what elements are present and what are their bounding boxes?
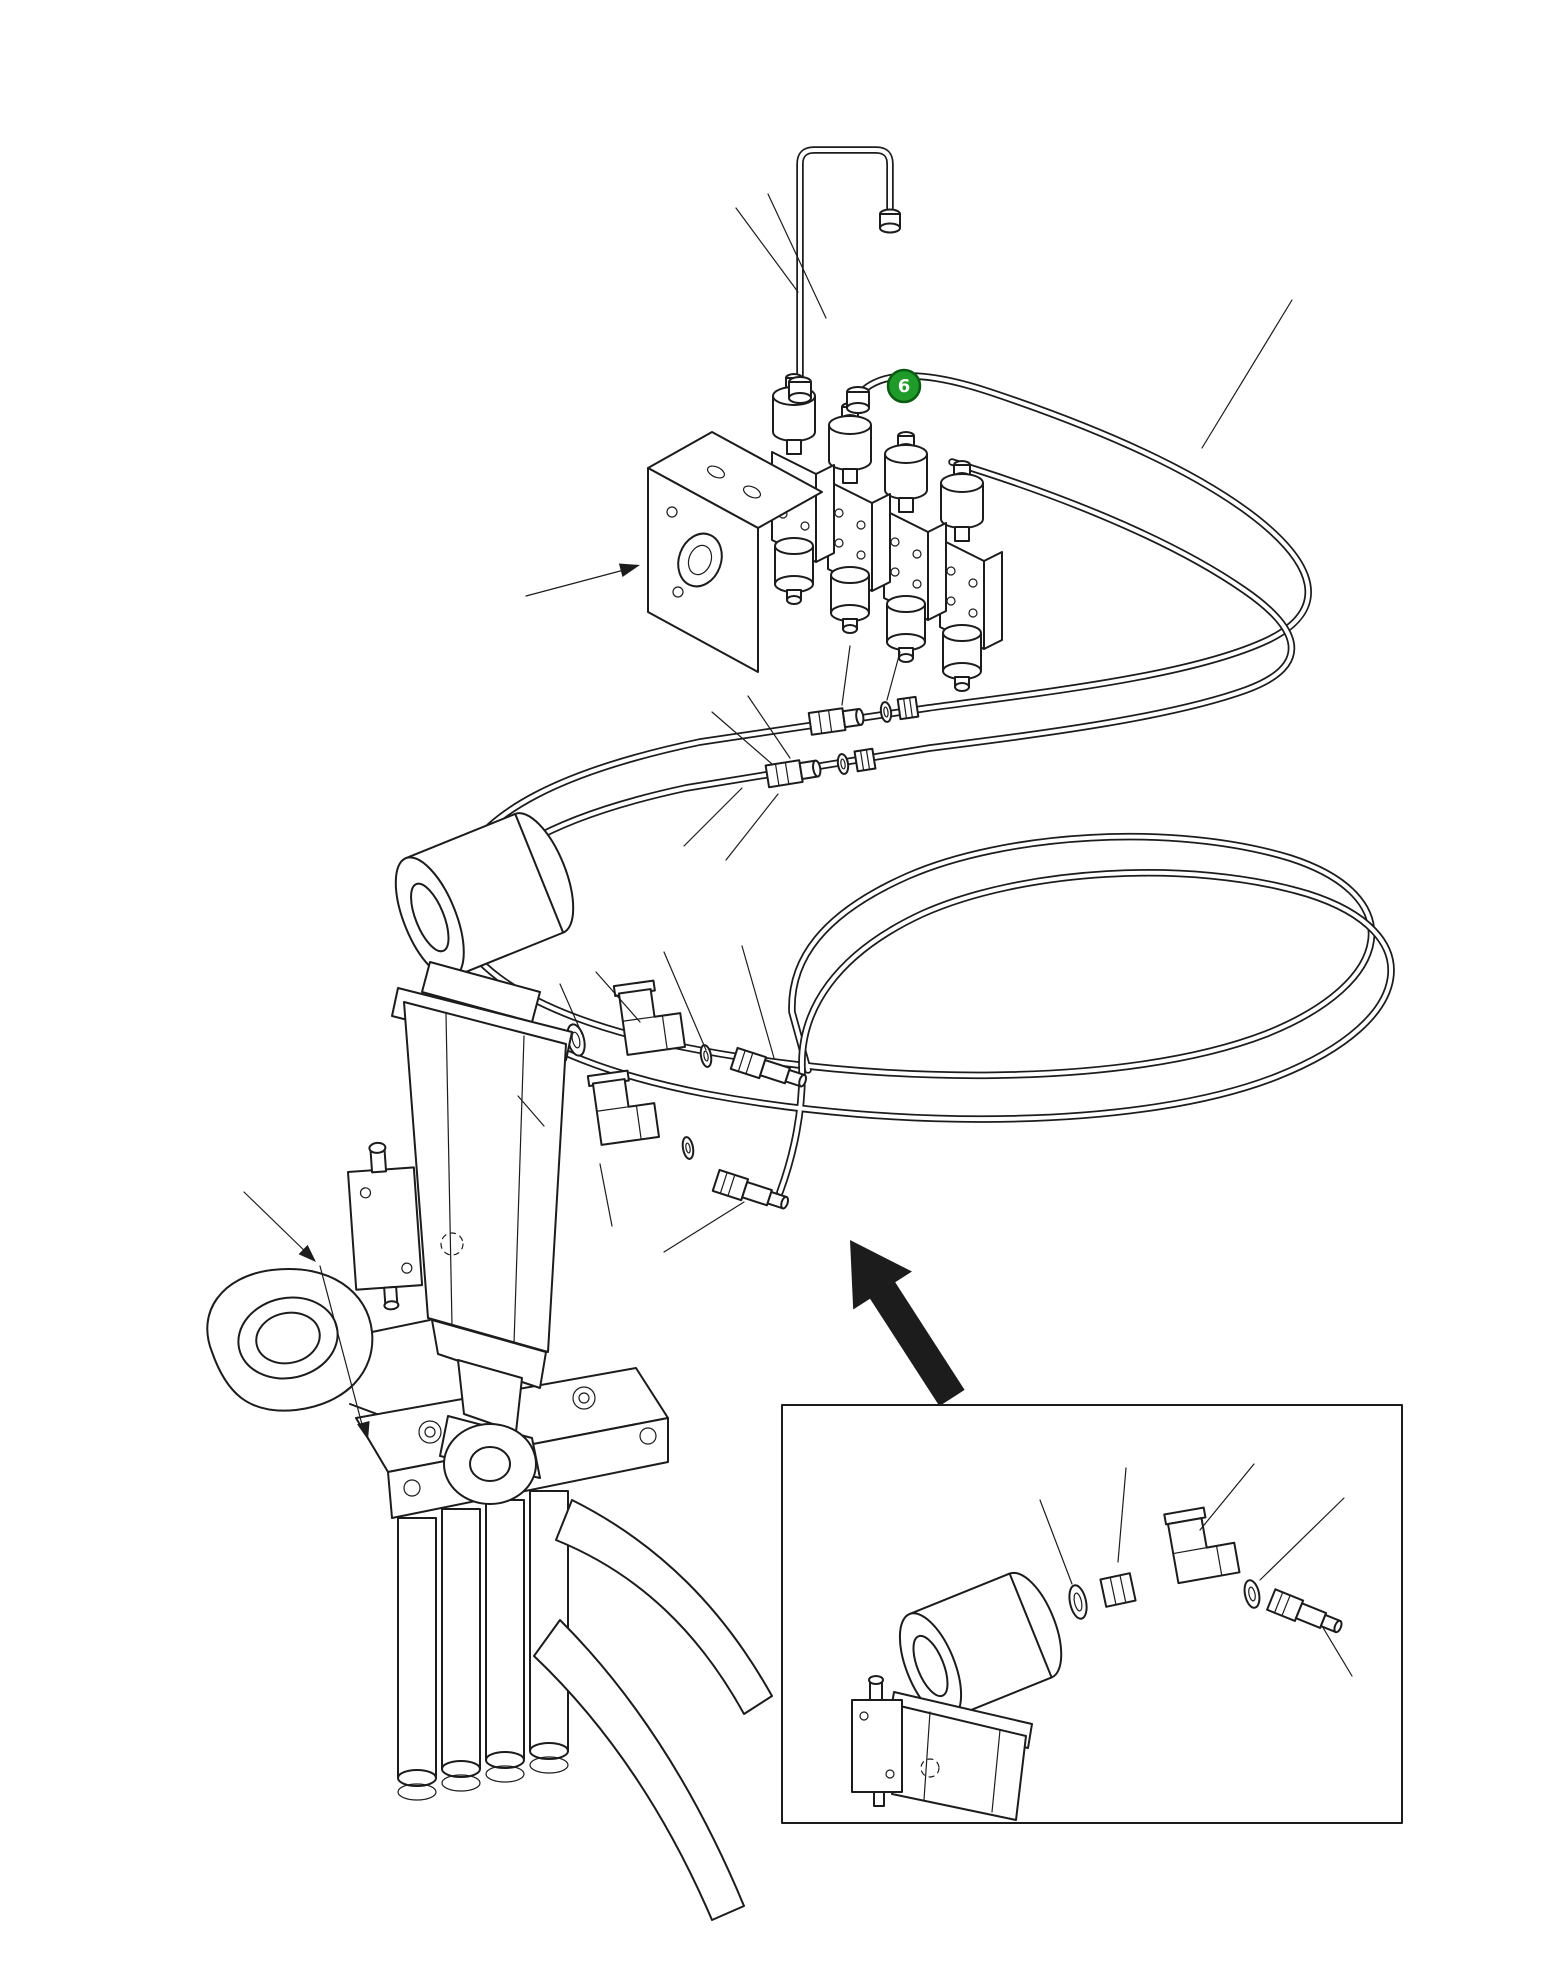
tube-nut-2 xyxy=(853,747,877,773)
valve-port xyxy=(677,532,723,588)
o-ring-1 xyxy=(879,701,893,723)
callout-badge-6[interactable]: 6 xyxy=(886,368,922,404)
tube-nut-hanging xyxy=(879,208,901,234)
big-direction-arrow xyxy=(850,1240,965,1407)
cylinder-barrel xyxy=(403,1001,567,1353)
tube-nut-1 xyxy=(896,695,920,721)
tube-loop-top xyxy=(800,150,890,382)
tube-nut-a xyxy=(788,376,812,404)
o-ring-2 xyxy=(836,753,850,775)
hydraulic-cylinder xyxy=(347,812,575,1505)
connector-1 xyxy=(729,1046,808,1088)
inset-nut xyxy=(1099,1572,1137,1608)
o-ring-6 xyxy=(681,1136,695,1160)
connector-2 xyxy=(711,1168,790,1210)
inset-o-ring-a xyxy=(1068,1584,1088,1620)
elbow-fitting-1 xyxy=(612,979,686,1056)
cylinder-cap xyxy=(394,812,575,979)
union-fitting-2 xyxy=(764,759,822,789)
leader-lines xyxy=(517,193,1293,1253)
cylinder-mount-leader xyxy=(243,1191,370,1440)
o-ring-4 xyxy=(699,1044,713,1068)
callout-badge-circle[interactable] xyxy=(886,368,922,404)
detail-inset xyxy=(781,1404,1403,1824)
inset-elbow-fitting xyxy=(1163,1506,1241,1585)
inset-cylinder-cap xyxy=(898,1571,1063,1720)
elbow-fitting-2 xyxy=(586,1069,660,1146)
cylinder-gland xyxy=(431,1319,547,1389)
union-fitting-1 xyxy=(807,707,865,736)
axle-knuckle-casting xyxy=(206,1268,773,1921)
inset-side-valve xyxy=(851,1675,903,1807)
inset-connector xyxy=(1266,1588,1343,1634)
inset-leader-lines xyxy=(1039,1463,1353,1677)
callout-badge-label: 6 xyxy=(898,376,911,397)
tube-nut-b xyxy=(846,386,870,414)
dashed-port-marker xyxy=(440,1232,464,1256)
valve-bank-pointer-arrow xyxy=(525,563,640,597)
control-valve-bank xyxy=(647,208,1003,692)
inset-o-ring-b xyxy=(1243,1579,1261,1609)
cylinder-side-valve xyxy=(347,1141,424,1311)
